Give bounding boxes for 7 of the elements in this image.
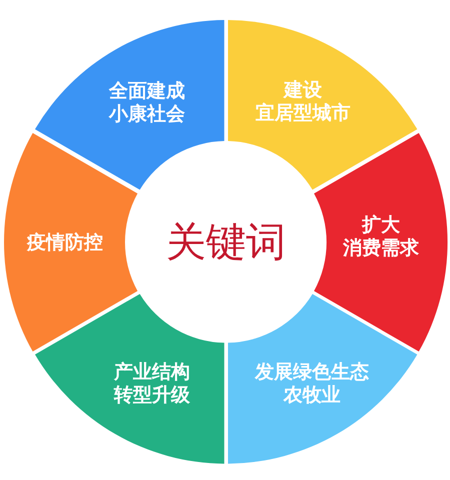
segment-label: 疫情防控 <box>26 231 103 254</box>
segment-label: 全面建成小康社会 <box>109 80 185 126</box>
segment-label: 建设宜居型城市 <box>256 78 350 125</box>
segment-label: 发展绿色生态农牧业 <box>255 360 369 407</box>
segment-label: 产业结构转型升级 <box>114 360 190 407</box>
center-title: 关键词 <box>166 218 286 268</box>
segment-label: 扩大消费需求 <box>342 214 419 260</box>
